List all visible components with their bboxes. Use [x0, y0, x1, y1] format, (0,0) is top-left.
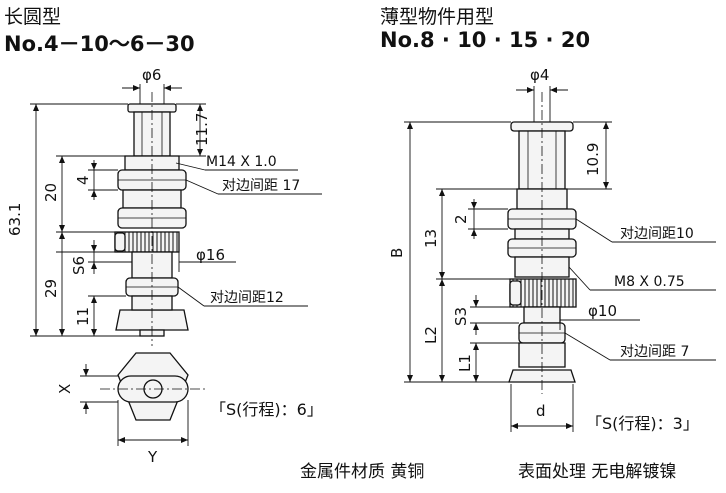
- right-d-label: d: [536, 402, 546, 420]
- right-b-label: B: [388, 248, 406, 258]
- left-title: 长圆型: [4, 6, 62, 28]
- left-bottom-view: [100, 352, 205, 421]
- right-phi10-label: φ10: [588, 302, 617, 320]
- left-s6-label: S6: [70, 256, 88, 275]
- left-part-drawing: [114, 103, 189, 337]
- right-10-9-label: 10.9: [584, 143, 602, 176]
- right-model-range: No.8 · 10 · 15 · 20: [380, 28, 591, 52]
- right-13-label: 13: [422, 229, 440, 248]
- left-4-label: 4: [74, 175, 92, 185]
- right-stroke-note: 「S(行程)：3」: [586, 414, 699, 433]
- right-l1-label: L1: [456, 354, 474, 372]
- left-stroke-note: 「S(行程)：6」: [210, 400, 323, 419]
- surface-note: 表面处理 无电解镀镍: [518, 462, 677, 482]
- left-y-label: Y: [147, 448, 158, 466]
- right-phi4-label: φ4: [530, 66, 549, 84]
- left-phi16-label: φ16: [196, 246, 225, 264]
- left-20-label: 20: [42, 183, 60, 202]
- left-phi6-label: φ6: [142, 66, 161, 84]
- right-m8-label: M8 X 0.75: [614, 274, 685, 290]
- left-model-range: No.4－10～6－30: [4, 32, 195, 56]
- material-note: 金属件材质 黄铜: [300, 462, 425, 482]
- left-hex17-label: 对边间距 17: [222, 178, 300, 194]
- left-hex12-label: 对边间距12: [210, 290, 284, 306]
- left-m14-label: M14 X 1.0: [206, 154, 277, 170]
- right-hex10-label: 对边间距10: [620, 226, 694, 242]
- right-2-label: 2: [452, 214, 470, 224]
- left-11-label: 11: [74, 307, 92, 326]
- left-x-label: X: [56, 384, 74, 394]
- right-hex7-label: 对边间距 7: [620, 344, 689, 360]
- right-s3-label: S3: [452, 307, 470, 326]
- right-title: 薄型物件用型: [380, 6, 495, 28]
- left-29-label: 29: [42, 279, 60, 298]
- left-63-1-label: 63.1: [6, 203, 24, 236]
- right-l2-label: L2: [422, 326, 440, 344]
- left-11-7-label: 11.7: [193, 113, 211, 146]
